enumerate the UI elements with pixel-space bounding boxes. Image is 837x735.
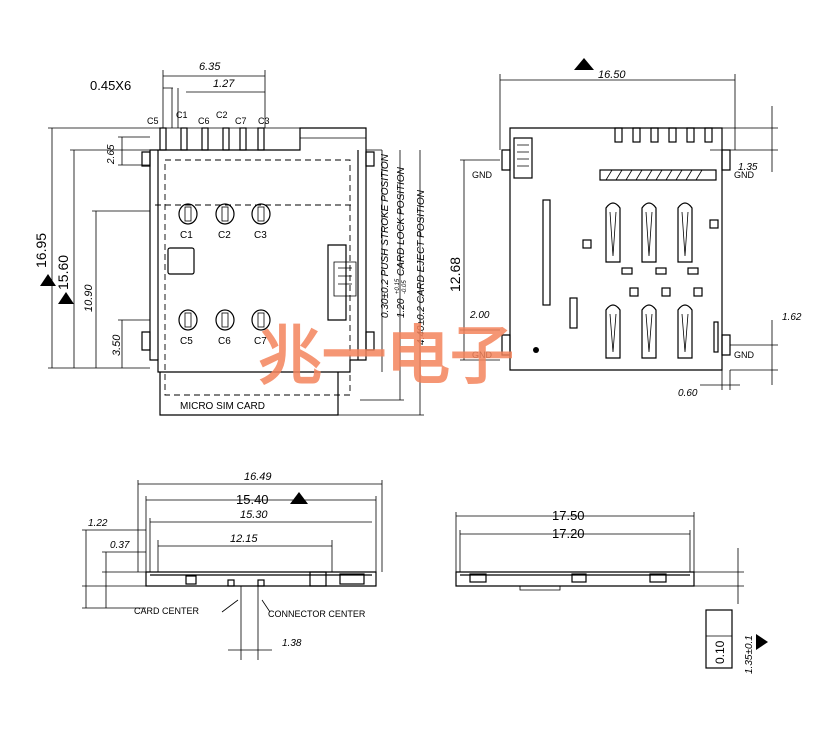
contacts-row-1	[178, 203, 271, 225]
contact-c6: C6	[218, 336, 231, 347]
dim-16-50: 16.50	[598, 69, 626, 81]
top-view	[40, 70, 424, 416]
card-lock-position: CARD LOCK POSITION	[396, 166, 407, 276]
dim-0-45x6: 0.45X6	[90, 78, 131, 93]
bottom-view	[460, 58, 778, 390]
dim-16-49: 16.49	[244, 471, 272, 483]
gnd-top-left: GND	[472, 170, 493, 180]
dim-16-95: 16.95	[33, 233, 49, 268]
dim-1-35: 1.35	[738, 162, 758, 173]
card-center-label: CARD CENTER	[134, 606, 200, 616]
pin-c7: C7	[235, 116, 247, 126]
dim-17-50: 17.50	[552, 508, 585, 523]
contacts-row-2	[178, 309, 271, 331]
dim-15-30: 15.30	[240, 509, 268, 521]
side-view-labels: 17.50 17.20 0.10 1.35±0.1	[552, 508, 755, 674]
watermark: 兆一电子	[258, 319, 514, 394]
dim-0-60: 0.60	[678, 388, 698, 399]
dim-2-00: 2.00	[469, 310, 490, 321]
pin-c2: C2	[216, 110, 228, 120]
top-view-labels: 6.35 1.27 0.45X6 C5 C1 C6 C2 C7 C3 C1 C2…	[33, 61, 427, 412]
flatness-0-10: 0.10	[713, 640, 727, 664]
card-label: MICRO SIM CARD	[180, 401, 265, 412]
contact-c1: C1	[180, 230, 193, 241]
contact-c2: C2	[218, 230, 231, 241]
gnd-bottom-left: GND	[472, 350, 493, 360]
front-view	[82, 480, 383, 660]
dim-1-62: 1.62	[782, 312, 802, 323]
connector-center-label: CONNECTOR CENTER	[268, 609, 366, 619]
gnd-bottom-right: GND	[734, 350, 755, 360]
push-stroke-position: 0.30±0.2 PUSH STROKE POSITION	[380, 153, 391, 318]
pin-c1: C1	[176, 110, 188, 120]
front-view-labels: 16.49 15.40 15.30 12.15 1.22 0.37 CARD C…	[88, 471, 366, 649]
pin-c6: C6	[198, 116, 210, 126]
pin-c5: C5	[147, 116, 159, 126]
dim-3-50: 3.50	[111, 334, 123, 356]
dim-2-65: 2.65	[106, 144, 117, 165]
dim-6-35: 6.35	[199, 61, 221, 73]
dim-1-35-tol: 1.35±0.1	[744, 635, 755, 674]
dim-15-60: 15.60	[55, 255, 71, 290]
dim-17-20: 17.20	[552, 526, 585, 541]
dim-15-40: 15.40	[236, 492, 269, 507]
card-lock-tol-plus: +0.15	[395, 278, 401, 294]
card-eject-position: 4.40±0.2 CARD EJECT POSITION	[416, 189, 427, 345]
dim-0-37: 0.37	[110, 540, 130, 551]
side-view	[455, 512, 768, 669]
dim-12-68: 12.68	[447, 257, 463, 292]
contact-c7: C7	[254, 336, 267, 347]
dim-1-38: 1.38	[282, 638, 302, 649]
dim-1-27: 1.27	[213, 78, 235, 90]
contact-c5: C5	[180, 336, 193, 347]
dim-12-15: 12.15	[230, 533, 258, 545]
card-lock-value: 1.20	[396, 298, 407, 318]
dim-1-22: 1.22	[88, 518, 108, 529]
pin-c3: C3	[258, 116, 270, 126]
contact-c3: C3	[254, 230, 267, 241]
bottom-view-labels: 16.50 1.35 GND GND GND GND 12.68 2.00 1.…	[447, 69, 802, 399]
card-lock-tol-minus: -0.05	[402, 280, 408, 294]
top-pins	[159, 127, 265, 151]
dim-10-90: 10.90	[83, 284, 95, 312]
gnd-top-right: GND	[734, 170, 755, 180]
